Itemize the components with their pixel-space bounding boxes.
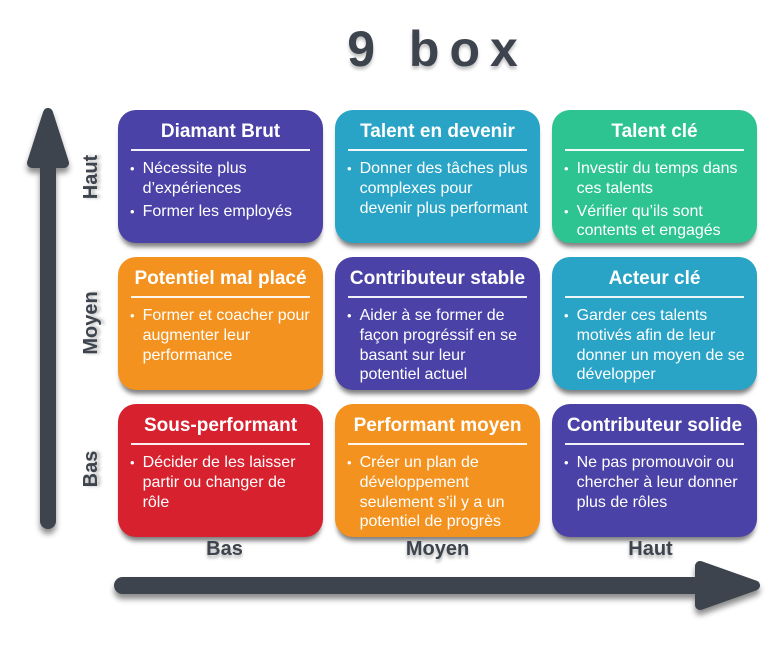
bullet-list: • Garder ces talents motivés afin de leur… bbox=[564, 306, 745, 385]
grid-cell-talent-cle: Talent clé • Investir du temps dans ces t… bbox=[552, 110, 757, 243]
y-axis-label-haut: Haut bbox=[80, 154, 102, 200]
bullet-dot: • bbox=[564, 455, 569, 470]
bullet-item: • Aider à se former de façon progréssif e… bbox=[347, 306, 528, 385]
cell-divider bbox=[131, 149, 310, 151]
cell-title: Talent clé bbox=[611, 121, 698, 142]
grid-cell-talent-en-devenir: Talent en devenir • Donner des tâches plu… bbox=[335, 110, 540, 243]
cell-divider bbox=[565, 149, 744, 151]
bullet-text: Ne pas promouvoir ou chercher à leur don… bbox=[576, 454, 738, 511]
bullet-text: Donner des tâches plus complexes pour de… bbox=[359, 160, 528, 217]
grid-cell-potentiel-mal-place: Potentiel mal placé • Former et coacher p… bbox=[118, 257, 323, 390]
x-axis-labels: Bas Moyen Haut bbox=[118, 538, 757, 561]
cell-title: Sous-performant bbox=[143, 415, 298, 436]
cell-title: Contributeur stable bbox=[349, 268, 526, 289]
bullet-item: • Ne pas promouvoir ou chercher à leur do… bbox=[564, 453, 745, 512]
cell-title: Performant moyen bbox=[353, 415, 522, 436]
bullet-text: Aider à se former de façon progréssif en… bbox=[359, 307, 517, 384]
bullet-item: • Décider de les laisser partir ou change… bbox=[130, 453, 311, 512]
cell-divider bbox=[348, 296, 527, 298]
bullet-list: • Nécessite plus d’expériences • Former le… bbox=[130, 159, 311, 222]
bullet-list: • Aider à se former de façon progréssif e… bbox=[347, 306, 528, 385]
bullet-item: • Garder ces talents motivés afin de leur… bbox=[564, 306, 745, 385]
bullet-text: Garder ces talents motivés afin de leur … bbox=[576, 307, 745, 384]
bullet-dot: • bbox=[130, 455, 135, 470]
chart-title: 9 box bbox=[347, 21, 528, 77]
bullet-dot: • bbox=[347, 161, 352, 176]
cell-divider bbox=[565, 443, 744, 445]
grid-cell-contributeur-solide: Contributeur solide • Ne pas promouvoir o… bbox=[552, 404, 757, 537]
bullet-text: Vérifier qu’ils sont contents et engagés bbox=[576, 202, 721, 240]
x-axis-arrow bbox=[114, 561, 760, 610]
bullet-dot: • bbox=[130, 161, 135, 176]
cell-divider bbox=[348, 443, 527, 445]
bullet-text: Nécessite plus d’expériences bbox=[142, 160, 247, 197]
bullet-item: • Former et coacher pour augmenter leur p… bbox=[130, 306, 311, 365]
grid-cell-acteur-cle: Acteur clé • Garder ces talents motivés a… bbox=[552, 257, 757, 390]
bullet-list: • Créer un plan de développement seulemen… bbox=[347, 453, 528, 532]
cell-title: Talent en devenir bbox=[360, 121, 515, 142]
bullet-dot: • bbox=[347, 455, 352, 470]
bullet-list: • Former et coacher pour augmenter leur p… bbox=[130, 306, 311, 365]
bullet-item: • Donner des tâches plus complexes pour d… bbox=[347, 159, 528, 218]
bullet-list: • Ne pas promouvoir ou chercher à leur do… bbox=[564, 453, 745, 512]
grid-cell-diamant-brut: Diamant Brut • Nécessite plus d’expérienc… bbox=[118, 110, 323, 243]
y-axis-label-moyen: Moyen bbox=[80, 291, 102, 355]
bullet-dot: • bbox=[130, 203, 135, 219]
bullet-dot: • bbox=[564, 161, 569, 176]
bullet-dot: • bbox=[130, 308, 135, 323]
y-axis-arrow bbox=[27, 108, 69, 529]
x-axis-label-bas: Bas bbox=[206, 538, 243, 560]
x-axis-label-haut: Haut bbox=[628, 538, 673, 560]
bullet-dot: • bbox=[347, 308, 352, 323]
cell-title: Acteur clé bbox=[608, 268, 701, 289]
cell-divider bbox=[131, 443, 310, 445]
bullet-list: • Investir du temps dans ces talents • Vér… bbox=[564, 159, 745, 241]
bullet-item: • Nécessite plus d’expériences bbox=[130, 159, 311, 199]
bullet-dot: • bbox=[564, 203, 569, 219]
x-axis-label-moyen: Moyen bbox=[405, 538, 470, 560]
grid-cell-sous-performant: Sous-performant • Décider de les laisser … bbox=[118, 404, 323, 537]
bullet-item: • Former les employés bbox=[130, 202, 311, 222]
nine-box-grid: Diamant Brut • Nécessite plus d’expérienc… bbox=[118, 110, 757, 537]
grid-cell-performant-moyen: Performant moyen • Créer un plan de dével… bbox=[335, 404, 540, 537]
bullet-list: • Décider de les laisser partir ou change… bbox=[130, 453, 311, 512]
cell-divider bbox=[348, 149, 527, 151]
bullet-item: • Investir du temps dans ces talents bbox=[564, 159, 745, 199]
cell-divider bbox=[131, 296, 310, 298]
cell-divider bbox=[565, 296, 744, 298]
y-axis-label-bas: Bas bbox=[80, 450, 102, 488]
bullet-dot: • bbox=[564, 308, 569, 323]
bullet-text: Former les employés bbox=[142, 202, 292, 220]
bullet-list: • Donner des tâches plus complexes pour d… bbox=[347, 159, 528, 218]
bullet-item: • Vérifier qu’ils sont contents et engagé… bbox=[564, 202, 745, 242]
bullet-text: Décider de les laisser partir ou changer… bbox=[142, 454, 296, 511]
cell-title: Diamant Brut bbox=[160, 121, 281, 142]
grid-cell-contributeur-stable: Contributeur stable • Aider à se former d… bbox=[335, 257, 540, 390]
bullet-text: Investir du temps dans ces talents bbox=[576, 160, 738, 197]
bullet-item: • Créer un plan de développement seulemen… bbox=[347, 453, 528, 532]
bullet-text: Former et coacher pour augmenter leur pe… bbox=[142, 307, 310, 364]
bullet-text: Créer un plan de développement seulement… bbox=[359, 454, 505, 531]
cell-title: Potentiel mal placé bbox=[134, 268, 307, 289]
cell-title: Contributeur solide bbox=[566, 415, 743, 436]
